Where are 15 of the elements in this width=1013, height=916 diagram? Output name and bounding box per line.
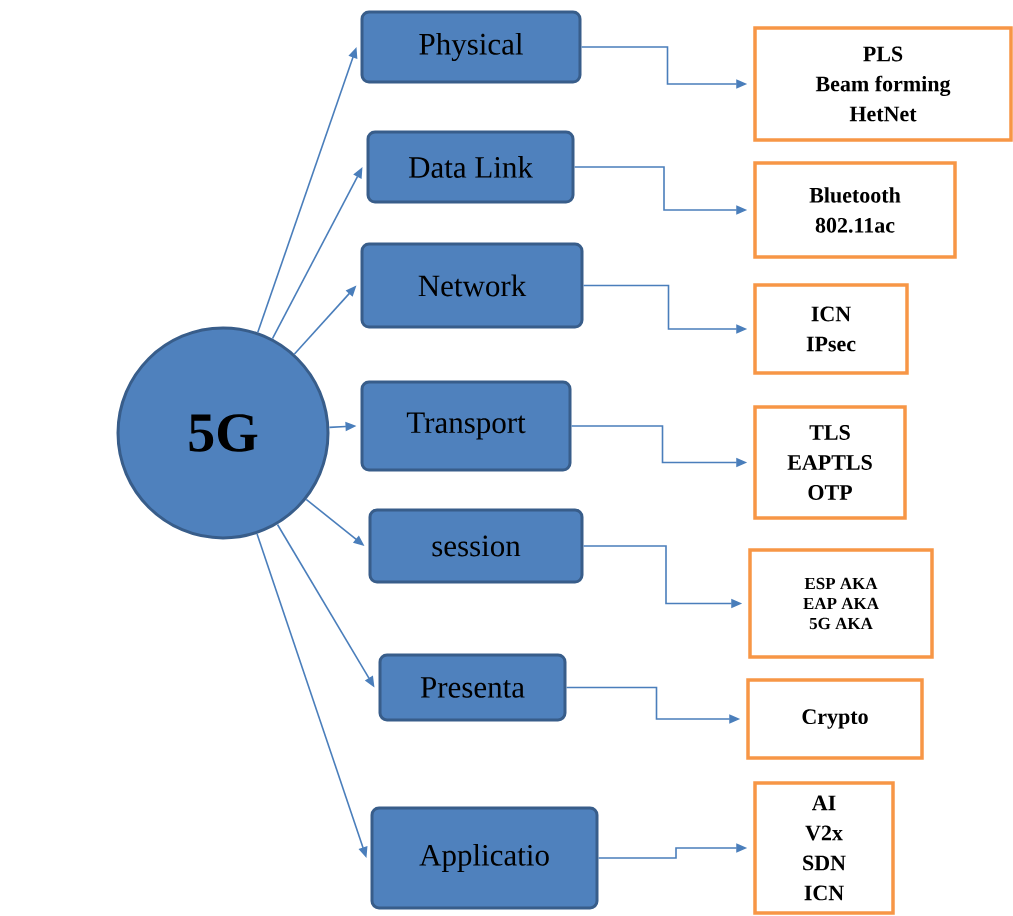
- protocol-box: ICN IPsec: [753, 283, 909, 375]
- layer-box: Presenta: [378, 653, 567, 722]
- protocol-box: PLS Beam forming HetNet: [753, 26, 1013, 142]
- protocol-box: Crypto: [746, 678, 924, 760]
- protocol-box: ESP AKA EAP AKA 5G AKA: [748, 548, 934, 659]
- protocol-box: Bluetooth 802.11ac: [753, 161, 957, 259]
- layer-box: Data Link: [366, 130, 575, 204]
- protocol-box: AI V2x SDN ICN: [753, 781, 895, 915]
- layer-box: session: [368, 508, 584, 584]
- layer-box: Physical: [360, 10, 582, 84]
- layer-box: Applicatio: [370, 806, 599, 910]
- layer-box: Network: [360, 242, 584, 329]
- protocol-box: TLS EAPTLS OTP: [753, 405, 907, 520]
- circle-node: 5G: [116, 326, 330, 540]
- layer-box: Transport: [360, 380, 572, 472]
